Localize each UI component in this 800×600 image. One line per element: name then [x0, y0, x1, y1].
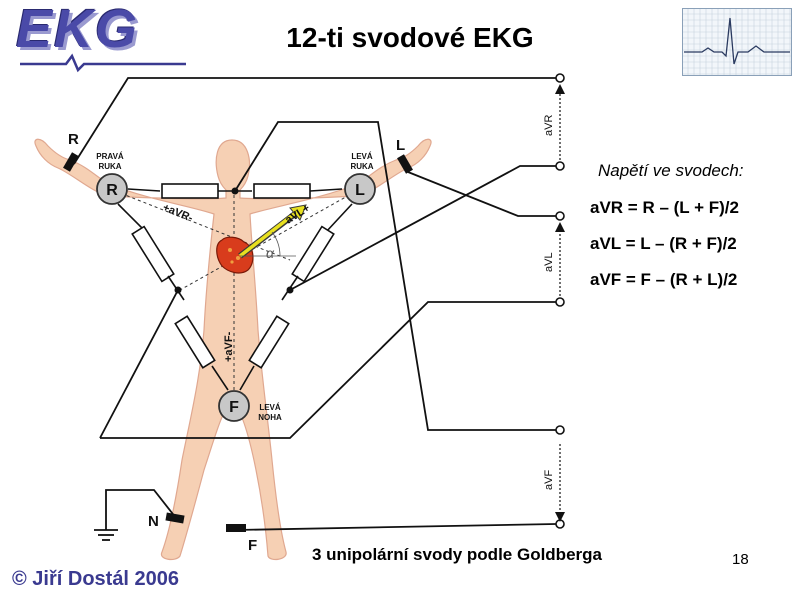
- avf-output-label: aVF: [543, 470, 555, 490]
- vector-arrowhead: [289, 204, 307, 221]
- right-arm-label-1: PRAVÁ: [96, 152, 124, 161]
- heart-vector: [238, 209, 300, 258]
- lead-wires: [73, 77, 557, 531]
- wire-r-label: R: [68, 131, 79, 148]
- copyright-footer: © Jiří Dostál 2006: [12, 568, 180, 590]
- wire-l-label: L: [396, 137, 405, 154]
- electrode-f-label: F: [229, 399, 239, 416]
- avr-output-label: aVR: [543, 115, 555, 136]
- equations-heading: Napětí ve svodech:: [598, 161, 744, 180]
- left-leg-label-2: NOHA: [258, 413, 282, 422]
- heart: [216, 236, 254, 274]
- resistor-network: [117, 183, 353, 391]
- equation-avr: aVR = R – (L + F)/2: [590, 198, 739, 217]
- caption: 3 unipolární svody podle Goldberga: [312, 545, 602, 564]
- ground-icon: [94, 529, 118, 541]
- arrowheads: [555, 84, 565, 522]
- logo-text: EKG: [16, 0, 140, 59]
- electrodes: [96, 173, 376, 422]
- cable-clamps: [63, 152, 413, 532]
- electrode-r-label: R: [106, 182, 118, 199]
- ecg-thumbnail: [682, 8, 792, 76]
- electrode-l-label: L: [355, 182, 365, 199]
- ekg-logo: EKG: [6, 0, 196, 76]
- avl-axis-label: aVL+: [283, 202, 312, 226]
- equation-avf: aVF = F – (R + L)/2: [590, 270, 738, 289]
- page-title: 12-ti svodové EKG: [286, 22, 534, 53]
- avl-output-label: aVL: [543, 252, 555, 272]
- left-leg-label-1: LEVÁ: [259, 403, 281, 412]
- page-number: 18: [732, 551, 749, 568]
- output-terminals: [555, 73, 565, 529]
- left-arm-label-2: RUKA: [350, 162, 373, 171]
- angle-arc: [271, 231, 281, 257]
- equation-avl: aVL = L – (R + F)/2: [590, 234, 737, 253]
- wire-f-label: F: [248, 537, 257, 554]
- right-arm-label-2: RUKA: [98, 162, 121, 171]
- wire-n-label: N: [148, 513, 159, 530]
- left-arm-label-1: LEVÁ: [351, 152, 373, 161]
- alpha-label: α: [266, 245, 275, 261]
- avf-axis-label: +aVF-: [223, 331, 235, 362]
- logo-graphic: [20, 53, 186, 73]
- lead-axes: [109, 188, 361, 396]
